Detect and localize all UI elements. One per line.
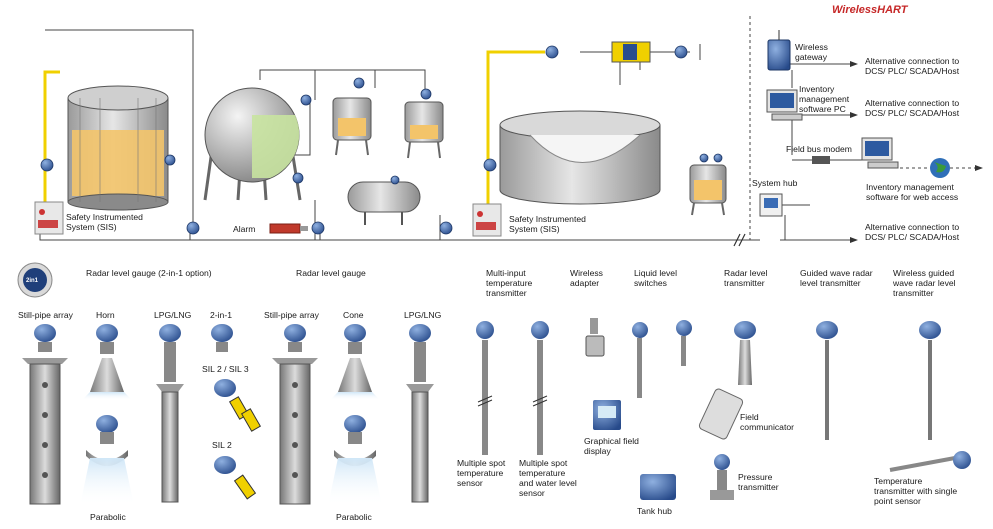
label-field-communicator: Field communicator	[740, 412, 794, 432]
wireless-guided-tx	[919, 321, 941, 440]
label-liquid-level: Liquid level switches	[634, 268, 677, 288]
sphere-tank	[203, 87, 302, 201]
inventory-pc	[766, 89, 803, 121]
label-pressure-tx: Pressure transmitter	[738, 472, 779, 492]
arrow-heads	[850, 61, 983, 243]
label-radar-gauge: Radar level gauge	[296, 268, 366, 278]
label-sis-right: Safety Instrumented System (SIS)	[509, 214, 586, 234]
label-2in1: 2-in-1	[210, 310, 232, 320]
gauge-parabolic-2	[328, 415, 382, 506]
gauge-still-pipe-1	[22, 324, 68, 505]
break-marks-2	[477, 395, 548, 407]
label-parabolic-1: Parabolic	[90, 512, 126, 522]
gauge-lpg-lng-2	[406, 324, 434, 503]
temp-single-point-device	[889, 451, 971, 472]
label-alt-connection-1: Alternative connection to DCS/ PLC/ SCAD…	[865, 56, 960, 76]
field-communicator-device	[698, 388, 744, 440]
label-multi-spot: Multiple spot temperature sensor	[457, 458, 506, 488]
label-sil2: SIL 2	[212, 440, 232, 450]
web-pc	[861, 137, 899, 169]
label-wireless-adapter: Wireless adapter	[570, 268, 603, 288]
small-tank-1	[332, 97, 372, 156]
label-alt-connection-3: Alternative connection to DCS/ PLC/ SCAD…	[865, 222, 960, 242]
wirelesshart-logo: WirelessHART	[832, 4, 908, 16]
pressure-tx-device	[710, 454, 734, 500]
label-temp-single: Temperature transmitter with single poin…	[874, 476, 958, 506]
gauge-still-pipe-2	[272, 324, 318, 505]
label-multi-spot-water: Multiple spot temperature and water leve…	[519, 458, 577, 498]
label-tank-hub: Tank hub	[637, 506, 672, 516]
label-sil23: SIL 2 / SIL 3	[202, 364, 249, 374]
bus-line	[39, 223, 760, 241]
label-parabolic-2: Parabolic	[336, 512, 372, 522]
graphical-display-device	[593, 400, 621, 430]
left-storage-tank	[67, 85, 169, 211]
label-alarm: Alarm	[233, 224, 256, 234]
small-tank-2	[404, 101, 444, 159]
label-sis-left: Safety Instrumented System (SIS)	[66, 212, 143, 232]
label-radar-2in1: Radar level gauge (2-in-1 option)	[86, 268, 212, 278]
label-guided-wave: Guided wave radar level transmitter	[800, 268, 873, 288]
label-multi-input: Multi-input temperature transmitter	[486, 268, 533, 298]
badge-2in1-text: 2in1	[26, 278, 39, 284]
radar-level-tx	[734, 321, 756, 385]
label-alt-connection-2: Alternative connection to DCS/ PLC/ SCAD…	[865, 98, 960, 118]
gauge-cone	[330, 324, 380, 400]
label-wireless-guided: Wireless guided wave radar level transmi…	[893, 268, 956, 298]
gauge-parabolic-1	[80, 415, 134, 506]
alarm-device	[269, 223, 308, 234]
label-still-pipe-2: Still-pipe array	[264, 310, 319, 320]
gauge-sil23	[214, 379, 262, 432]
multi-input-temp-tx-2	[531, 321, 549, 455]
label-wireless-gateway: Wireless gateway	[795, 42, 828, 62]
label-radar-transmitter: Radar level transmitter	[724, 268, 768, 288]
multi-input-temp-tx-1	[476, 321, 494, 455]
label-inventory-pc: Inventory management software PC	[799, 84, 850, 114]
tank-hub-device	[640, 474, 676, 500]
field-devices-top	[40, 45, 723, 235]
sis-left-box	[34, 201, 64, 235]
label-inventory-web: Inventory management software for web ac…	[866, 182, 959, 202]
label-lpg-lng-2: LPG/LNG	[404, 310, 442, 320]
2in1-badge	[17, 262, 53, 298]
sis-right-box	[472, 203, 502, 237]
liquid-level-switch-2	[676, 320, 692, 366]
label-system-hub: System hub	[752, 178, 798, 188]
large-open-tank	[499, 110, 661, 205]
label-still-pipe-1: Still-pipe array	[18, 310, 73, 320]
system-hub-device	[759, 193, 783, 217]
gauge-lpg-lng-1	[156, 324, 184, 503]
label-field-bus-modem: Field bus modem	[786, 144, 852, 154]
gauge-horn	[82, 324, 132, 400]
break-marks	[733, 233, 746, 247]
globe-icon	[930, 158, 950, 178]
label-lpg-lng-1: LPG/LNG	[154, 310, 192, 320]
gauge-sil2	[214, 456, 257, 500]
guided-wave-tx	[816, 321, 838, 440]
small-tank-3	[689, 164, 727, 216]
gauge-2in1	[211, 324, 233, 352]
horizontal-tank	[347, 181, 421, 225]
field-bus-modem-device	[812, 156, 830, 164]
wireless-adapter-device	[585, 318, 605, 357]
wireless-gateway-device	[767, 30, 791, 71]
label-horn: Horn	[96, 310, 115, 320]
label-cone: Cone	[343, 310, 364, 320]
liquid-level-switch-1	[632, 322, 648, 398]
label-graphical-display: Graphical field display	[584, 436, 639, 456]
